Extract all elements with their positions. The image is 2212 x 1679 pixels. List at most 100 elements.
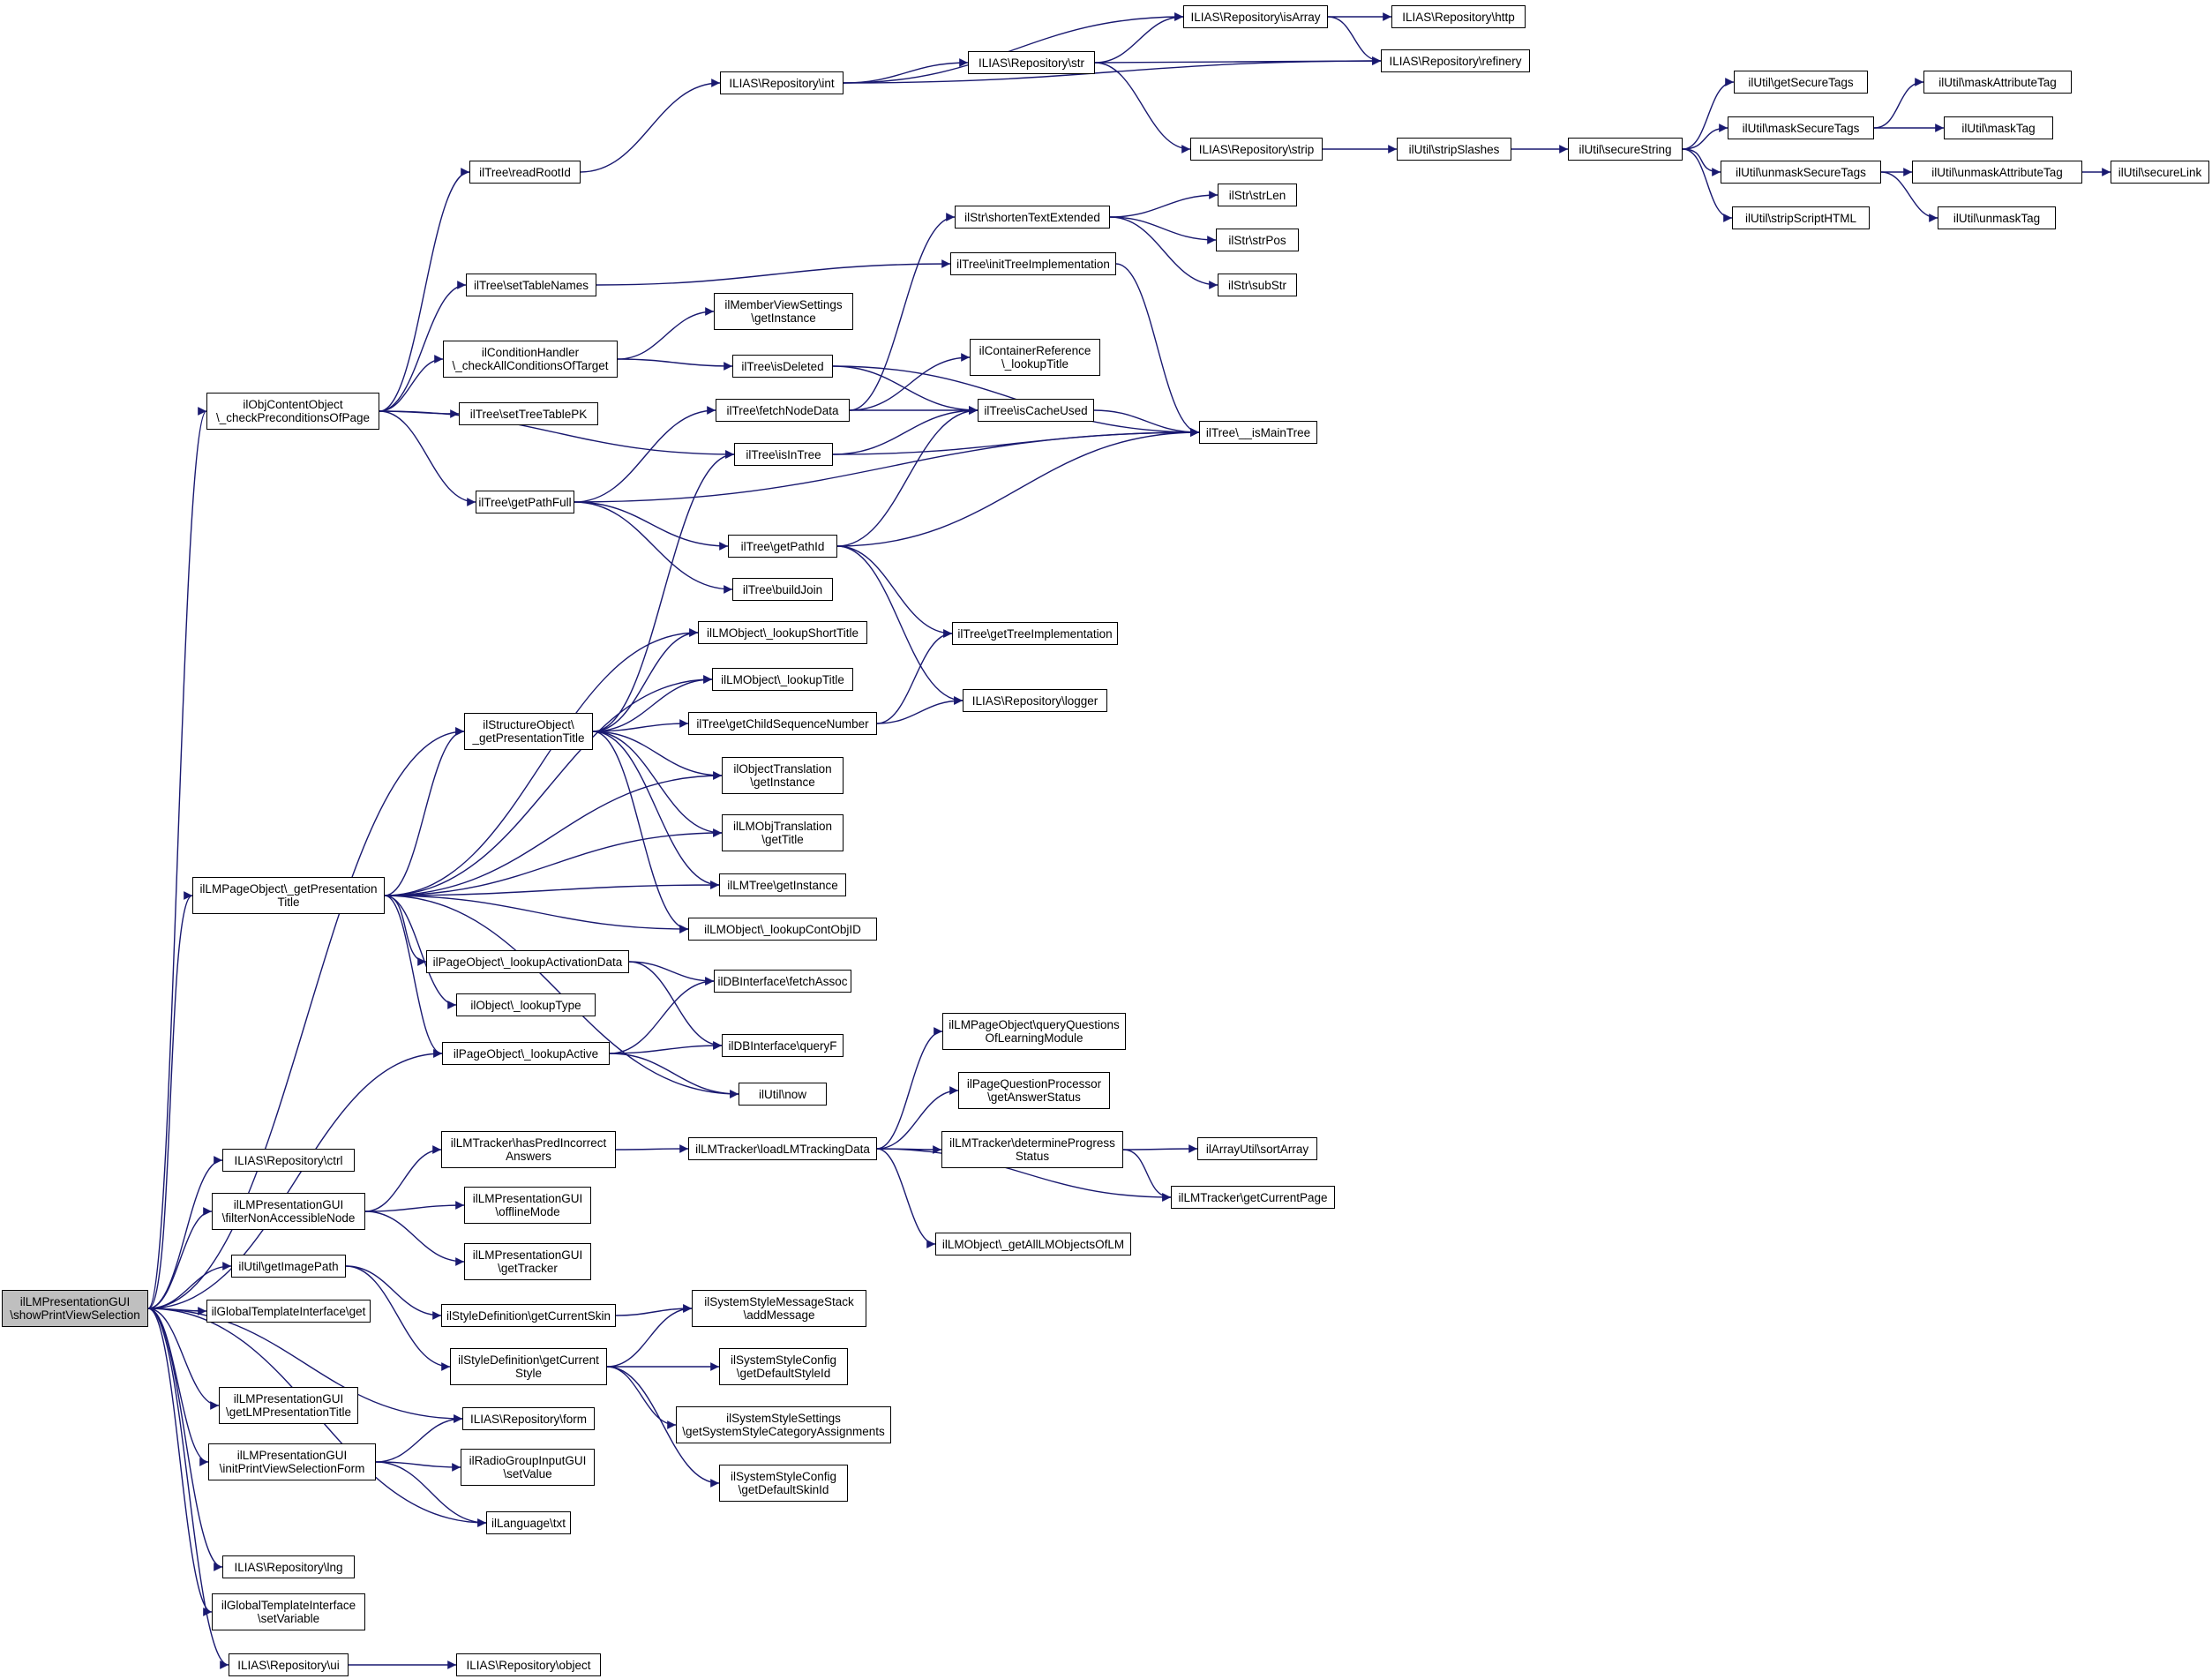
node-allLMObjects[interactable]: ilLMObject\_getAllLMObjectsOfLM: [935, 1233, 1131, 1256]
call-edge-getPathFull-to-isMainTree: [574, 428, 1200, 503]
call-edge-loadTracking-to-answerStatus: [876, 1086, 959, 1150]
node-repoForm[interactable]: ILIAS\Repository\form: [462, 1407, 595, 1430]
node-setVariable[interactable]: ilGlobalTemplateInterface\setVariable: [212, 1593, 365, 1630]
node-maskAttributeTag[interactable]: ilUtil\maskAttributeTag: [1923, 71, 2072, 94]
node-repoHttp[interactable]: ILIAS\Repository\http: [1391, 5, 1526, 28]
node-initTreeImpl[interactable]: ilTree\initTreeImplementation: [950, 252, 1116, 275]
node-lookupShortTitle[interactable]: ilLMObject\_lookupShortTitle: [698, 621, 867, 644]
node-repoObject[interactable]: ILIAS\Repository\object: [456, 1653, 601, 1676]
node-isInTree[interactable]: ilTree\isInTree: [734, 443, 833, 466]
node-checkPre[interactable]: ilObjContentObject\_checkPreconditionsOf…: [206, 393, 379, 430]
node-isCacheUsed[interactable]: ilTree\isCacheUsed: [978, 399, 1094, 422]
call-edge-structPresTitle-to-childSeqNum: [592, 719, 689, 732]
node-label-line: ilLMPresentationGUI: [19, 1295, 131, 1308]
node-globalTplGet[interactable]: ilGlobalTemplateInterface\get: [206, 1300, 371, 1323]
node-memberView[interactable]: ilMemberViewSettings\getInstance: [714, 293, 853, 330]
call-edge-checkAllCond-to-memberView: [617, 307, 715, 360]
node-offlineMode[interactable]: ilLMPresentationGUI\offlineMode: [464, 1187, 591, 1224]
node-label-line: ilUtil\secureLink: [2118, 165, 2202, 179]
node-repoRefinery[interactable]: ILIAS\Repository\refinery: [1381, 49, 1530, 72]
node-label-line: ilObject\_lookupType: [470, 998, 581, 1012]
node-utilNow[interactable]: ilUtil\now: [739, 1083, 827, 1106]
node-maskTag[interactable]: ilUtil\maskTag: [1944, 116, 2053, 139]
node-label-line: ilTree\readRootId: [479, 165, 571, 179]
node-loadTracking[interactable]: ilLMTracker\loadLMTrackingData: [688, 1137, 877, 1160]
node-root[interactable]: ilLMPresentationGUI\showPrintViewSelecti…: [2, 1290, 148, 1327]
node-repoInt[interactable]: ILIAS\Repository\int: [720, 71, 844, 94]
node-unmaskAttributeTag[interactable]: ilUtil\unmaskAttributeTag: [1912, 161, 2082, 184]
node-lmLookupTitle[interactable]: ilLMObject\_lookupTitle: [712, 668, 853, 691]
node-checkAllCond[interactable]: ilConditionHandler\_checkAllConditionsOf…: [443, 341, 618, 378]
node-setTableNames[interactable]: ilTree\setTableNames: [466, 274, 596, 296]
node-fetchAssoc[interactable]: ilDBInterface\fetchAssoc: [714, 970, 851, 993]
node-lookupActData[interactable]: ilPageObject\_lookupActivationData: [426, 950, 629, 973]
node-unmaskSecureTags[interactable]: ilUtil\unmaskSecureTags: [1721, 161, 1881, 184]
node-repoIsArray[interactable]: ILIAS\Repository\isArray: [1183, 5, 1328, 28]
node-getCurrentPage[interactable]: ilLMTracker\getCurrentPage: [1171, 1186, 1335, 1209]
node-repoLogger[interactable]: ILIAS\Repository\logger: [963, 689, 1107, 712]
node-label-line: ILIAS\Repository\form: [469, 1412, 588, 1426]
node-isMainTree[interactable]: ilTree\__isMainTree: [1199, 421, 1317, 444]
call-edge-filterNonAcc-to-offlineMode: [364, 1201, 465, 1212]
node-maskSecureTags[interactable]: ilUtil\maskSecureTags: [1728, 116, 1874, 139]
node-styleCatAssign[interactable]: ilSystemStyleSettings\getSystemStyleCate…: [676, 1406, 891, 1443]
node-getPathId[interactable]: ilTree\getPathId: [728, 535, 837, 558]
node-objLookupType[interactable]: ilObject\_lookupType: [456, 993, 596, 1016]
node-getImagePath[interactable]: ilUtil\getImagePath: [231, 1255, 346, 1278]
node-langTxt[interactable]: ilLanguage\txt: [486, 1511, 571, 1534]
call-edge-initPrintView-to-radioSetValue: [375, 1461, 461, 1472]
node-label-line: \_lookupTitle: [1001, 357, 1069, 371]
node-defaultSkinId[interactable]: ilSystemStyleConfig\getDefaultSkinId: [719, 1465, 848, 1502]
node-secureLink[interactable]: ilUtil\secureLink: [2111, 161, 2209, 184]
node-lookupContObjID[interactable]: ilLMObject\_lookupContObjID: [688, 918, 877, 941]
node-stripSlashes[interactable]: ilUtil\stripSlashes: [1397, 138, 1511, 161]
node-strLen[interactable]: ilStr\strLen: [1218, 184, 1297, 206]
node-objTrans[interactable]: ilObjectTranslation\getInstance: [722, 757, 844, 794]
node-repoUi[interactable]: ILIAS\Repository\ui: [229, 1653, 349, 1676]
node-fetchNodeData[interactable]: ilTree\fetchNodeData: [716, 399, 850, 422]
node-repoLng[interactable]: ILIAS\Repository\lng: [222, 1555, 355, 1578]
node-defaultStyleId[interactable]: ilSystemStyleConfig\getDefaultStyleId: [719, 1348, 848, 1385]
node-isDeleted[interactable]: ilTree\isDeleted: [732, 355, 833, 378]
node-getCurrentSkin[interactable]: ilStyleDefinition\getCurrentSkin: [441, 1304, 616, 1327]
node-lookupActive[interactable]: ilPageObject\_lookupActive: [442, 1042, 610, 1065]
call-edge-secureString-to-getSecureTags: [1682, 78, 1735, 150]
node-repoStr[interactable]: ILIAS\Repository\str: [968, 51, 1095, 74]
node-filterNonAcc[interactable]: ilLMPresentationGUI\filterNonAccessibleN…: [212, 1193, 365, 1230]
node-queryF[interactable]: ilDBInterface\queryF: [722, 1034, 844, 1057]
node-lmTreeInst[interactable]: ilLMTree\getInstance: [719, 873, 846, 896]
node-getLMPresTitle[interactable]: ilLMPresentationGUI\getLMPresentationTit…: [219, 1387, 358, 1424]
node-sortArray[interactable]: ilArrayUtil\sortArray: [1197, 1137, 1317, 1160]
node-readRootId[interactable]: ilTree\readRootId: [469, 161, 581, 184]
node-getTreeImpl[interactable]: ilTree\getTreeImplementation: [952, 622, 1118, 645]
node-buildJoin[interactable]: ilTree\buildJoin: [732, 578, 833, 601]
node-addMessage[interactable]: ilSystemStyleMessageStack\addMessage: [692, 1290, 866, 1327]
node-answerStatus[interactable]: ilPageQuestionProcessor\getAnswerStatus: [958, 1072, 1110, 1109]
node-structPresTitle[interactable]: ilStructureObject\_getPresentationTitle: [464, 713, 593, 750]
node-subStr[interactable]: ilStr\subStr: [1218, 274, 1297, 296]
node-strPos[interactable]: ilStr\strPos: [1216, 229, 1299, 251]
node-repoCtrl[interactable]: ILIAS\Repository\ctrl: [222, 1149, 355, 1172]
node-label-line: ilLMObject\_lookupTitle: [721, 672, 844, 686]
node-unmaskTag[interactable]: ilUtil\unmaskTag: [1938, 206, 2056, 229]
node-getPathFull[interactable]: ilTree\getPathFull: [476, 491, 574, 513]
node-childSeqNum[interactable]: ilTree\getChildSequenceNumber: [688, 712, 877, 735]
node-secureString[interactable]: ilUtil\secureString: [1568, 138, 1683, 161]
node-stripScriptHTML[interactable]: ilUtil\stripScriptHTML: [1732, 206, 1870, 229]
call-edge-root-to-repoForm: [147, 1308, 463, 1423]
node-initPrintView[interactable]: ilLMPresentationGUI\initPrintViewSelecti…: [208, 1443, 376, 1480]
node-getTracker[interactable]: ilLMPresentationGUI\getTracker: [464, 1243, 591, 1280]
node-radioSetValue[interactable]: ilRadioGroupInputGUI\setValue: [461, 1449, 595, 1486]
node-setTreeTablePK[interactable]: ilTree\setTreeTablePK: [459, 402, 598, 425]
node-lmObjTrans[interactable]: ilLMObjTranslation\getTitle: [722, 814, 844, 851]
node-getSecureTags[interactable]: ilUtil\getSecureTags: [1734, 71, 1868, 94]
call-edge-shortenText-to-strLen: [1109, 191, 1218, 218]
node-containerRef[interactable]: ilContainerReference\_lookupTitle: [970, 339, 1100, 376]
node-repoStrip[interactable]: ILIAS\Repository\strip: [1190, 138, 1323, 161]
node-shortenText[interactable]: ilStr\shortenTextExtended: [955, 206, 1110, 229]
